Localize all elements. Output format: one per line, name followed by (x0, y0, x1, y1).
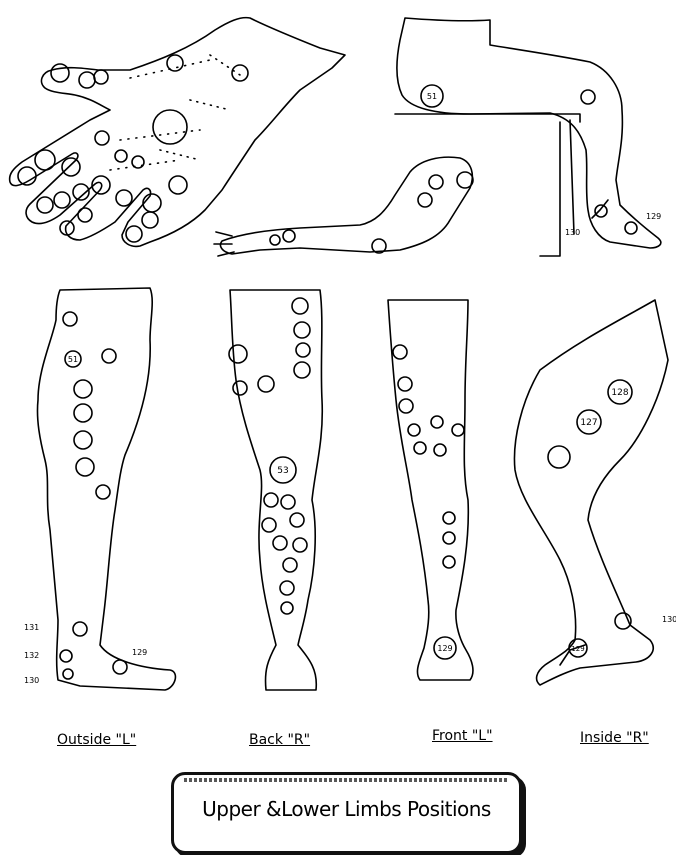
hand-drawing (10, 18, 345, 247)
title-box: Upper &Lower Limbs Positions (171, 772, 522, 854)
inside-leg-drawing (514, 300, 668, 685)
front-label-129: 129 (437, 644, 452, 653)
outside-label-132: 132 (24, 651, 39, 660)
back-label-53: 53 (277, 466, 288, 476)
seated-label-130: 130 (565, 228, 580, 237)
arm-drawing (214, 157, 473, 256)
seated-label-51: 51 (427, 92, 437, 101)
outside-caption: Outside "L" (57, 732, 136, 748)
inside-label-128: 128 (611, 388, 628, 398)
seated-leg-drawing (395, 18, 661, 256)
outside-leg-drawing (37, 288, 175, 690)
inside-label-129: 129 (571, 645, 584, 653)
front-caption: Front "L" (432, 728, 493, 744)
inside-caption: Inside "R" (580, 730, 649, 746)
seated-label-129: 129 (646, 212, 661, 221)
front-leg-drawing (388, 300, 473, 680)
diagram-title: Upper &Lower Limbs Positions (174, 797, 519, 821)
outside-label-130: 130 (24, 676, 39, 685)
inside-label-127: 127 (580, 418, 597, 428)
title-box-texture (184, 778, 509, 782)
outside-label-131: 131 (24, 623, 39, 632)
back-leg-drawing (229, 290, 322, 690)
back-caption: Back "R" (249, 732, 310, 748)
outside-label-51: 51 (68, 355, 78, 364)
outside-label-129: 129 (132, 648, 147, 657)
inside-label-130: 130 (662, 615, 676, 624)
